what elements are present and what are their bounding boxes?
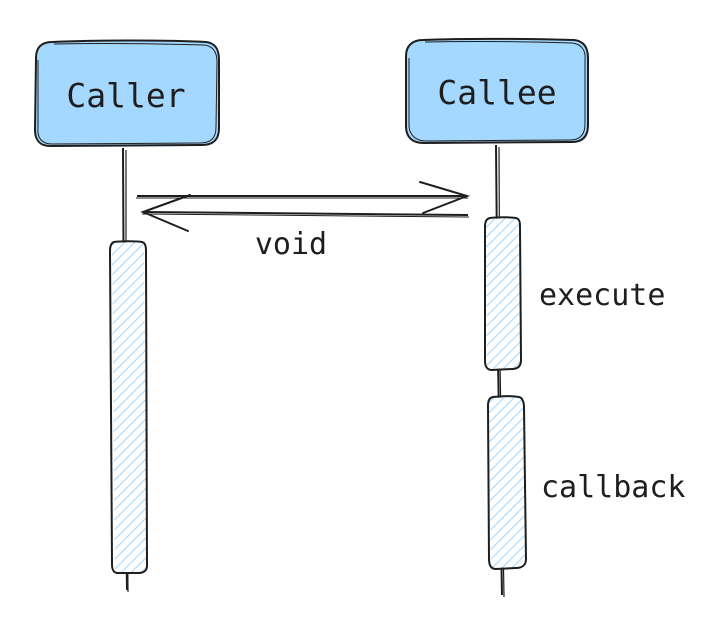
callee-activation-callback [486,395,528,571]
participant-callee: Callee [405,37,589,145]
message-return-label: void [255,227,327,262]
message-return-arrow [140,194,470,232]
participant-caller-label: Caller [66,76,185,115]
caller-activation-bar [108,240,149,574]
participant-caller: Caller [33,39,220,148]
callee-activation-execute [484,216,523,372]
message-call-arrow [136,181,471,214]
activation-callback-label: callback [541,470,686,505]
activation-execute-label: execute [539,278,665,313]
participant-callee-label: Callee [437,73,556,112]
